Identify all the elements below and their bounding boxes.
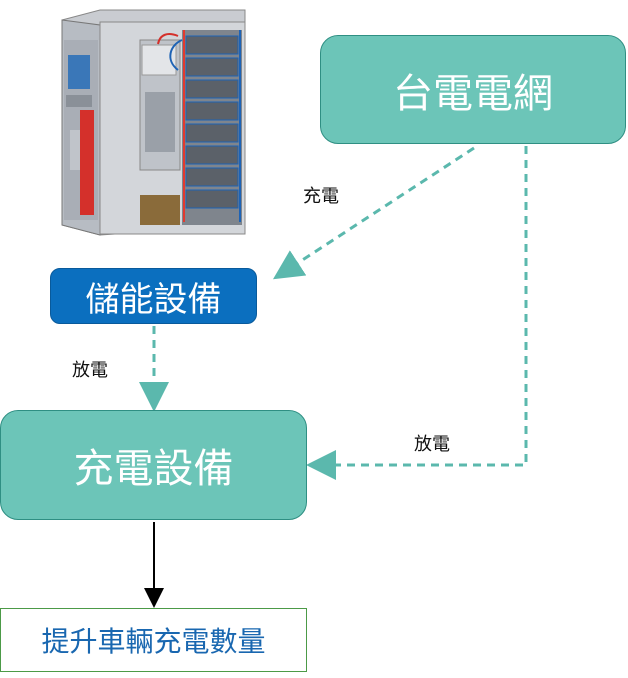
storage-node: 儲能設備 xyxy=(50,268,257,324)
edge-label-charge: 充電 xyxy=(303,186,339,207)
edge-label-discharge-grid: 放電 xyxy=(414,434,450,455)
result-node: 提升車輛充電數量 xyxy=(0,608,307,672)
edge-grid-to-storage xyxy=(272,146,475,280)
grid-node: 台電電網 xyxy=(320,35,626,144)
edge-grid-to-charger xyxy=(306,146,528,480)
edge-label-discharge-storage: 放電 xyxy=(72,360,108,381)
charger-node: 充電設備 xyxy=(0,410,307,520)
